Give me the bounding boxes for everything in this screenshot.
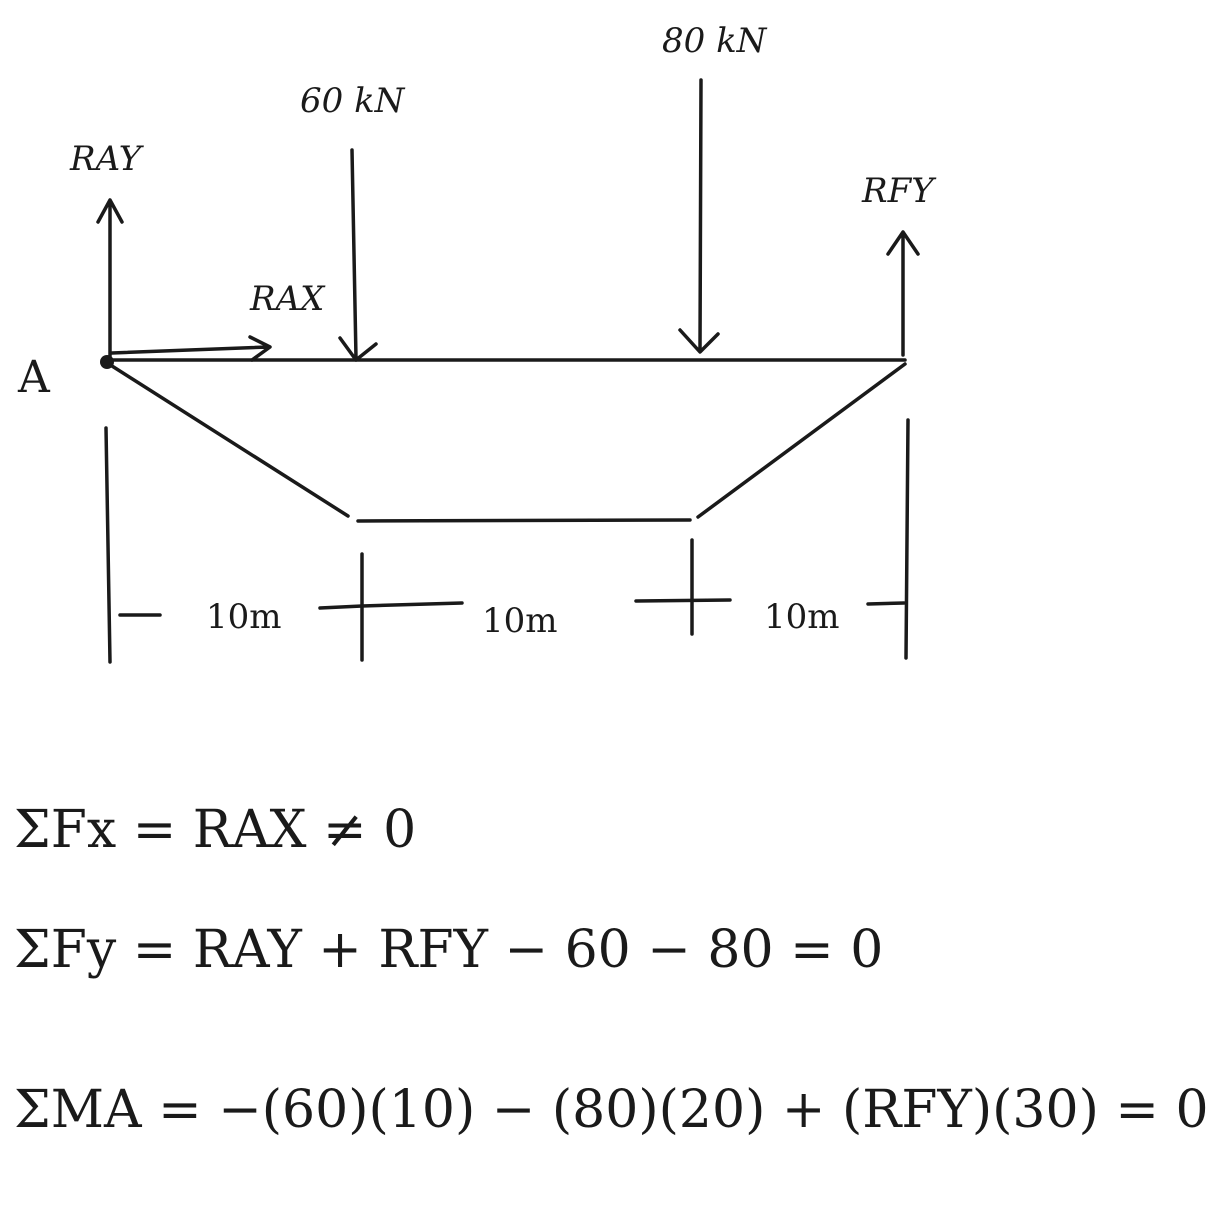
equation-sum-fy: ΣFy = RAY + RFY − 60 − 80 = 0	[14, 920, 884, 980]
label-load-60: 60 kN	[300, 81, 406, 121]
dim-ext-right	[904, 418, 910, 660]
dim-seg-2a	[360, 601, 464, 608]
load-60-arrow	[338, 148, 378, 362]
label-ray: RAY	[69, 139, 145, 179]
bottom-chord	[356, 518, 692, 523]
label-dim-2: 10m	[482, 601, 558, 641]
rax-arrow	[110, 335, 272, 362]
truss-free-body-diagram: RAY RAX RFY A 60 kN 80 kN 10m 10m 10m	[17, 21, 937, 664]
label-rfy: RFY	[861, 171, 937, 211]
left-diagonal	[110, 364, 350, 518]
label-rax: RAX	[249, 279, 326, 319]
label-dim-1: 10m	[206, 597, 282, 637]
ray-arrow	[96, 198, 124, 362]
right-diagonal	[696, 362, 907, 519]
load-80-arrow	[678, 78, 720, 354]
label-dim-3: 10m	[764, 597, 840, 637]
dim-seg-2b	[634, 598, 732, 603]
label-node-a: A	[17, 352, 51, 403]
label-load-80: 80 kN	[662, 21, 768, 61]
equation-sum-fx: ΣFx = RAX ≠ 0	[14, 800, 417, 860]
dim-ext-left	[104, 426, 112, 664]
pin-support-a	[100, 355, 114, 369]
equation-sum-ma: ΣMA = −(60)(10) − (80)(20) + (RFY)(30) =…	[14, 1080, 1209, 1140]
dim-seg-3b	[866, 601, 906, 606]
rfy-arrow	[886, 230, 920, 357]
dim-seg-1b	[318, 604, 364, 610]
